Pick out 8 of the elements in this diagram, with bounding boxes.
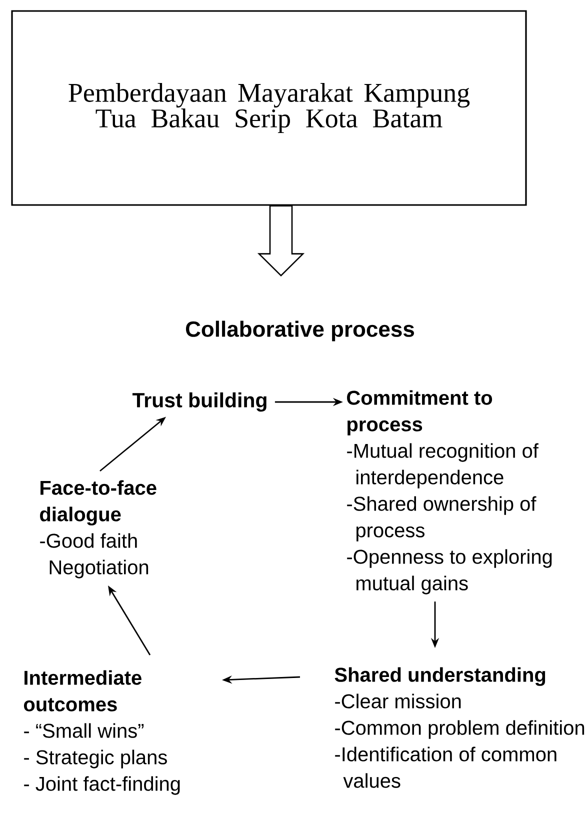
stage-text: Trust building — [132, 392, 266, 412]
block-arrow — [257, 205, 305, 276]
section-heading: Collaborative process — [186, 320, 414, 342]
stage-text: Intermediate outcomes - “Small wins” - Strategic plans - Joint fact-finding — [24, 670, 180, 795]
title-box: Pemberdayaan Mayarakat Kampung Tua Bakau Serip Kota Batam — [11, 10, 527, 206]
stage-text: Shared understanding -Clear mission -Common problem definition -Identification of common values — [334, 667, 584, 788]
stage-text: Commitment to process -Mutual recognition of interdependence -Shared ownership of process -Openness to exploring mutual gains — [347, 390, 552, 594]
stage-text: Face-to-face dialogue -Good faith Negotiation — [40, 480, 156, 578]
